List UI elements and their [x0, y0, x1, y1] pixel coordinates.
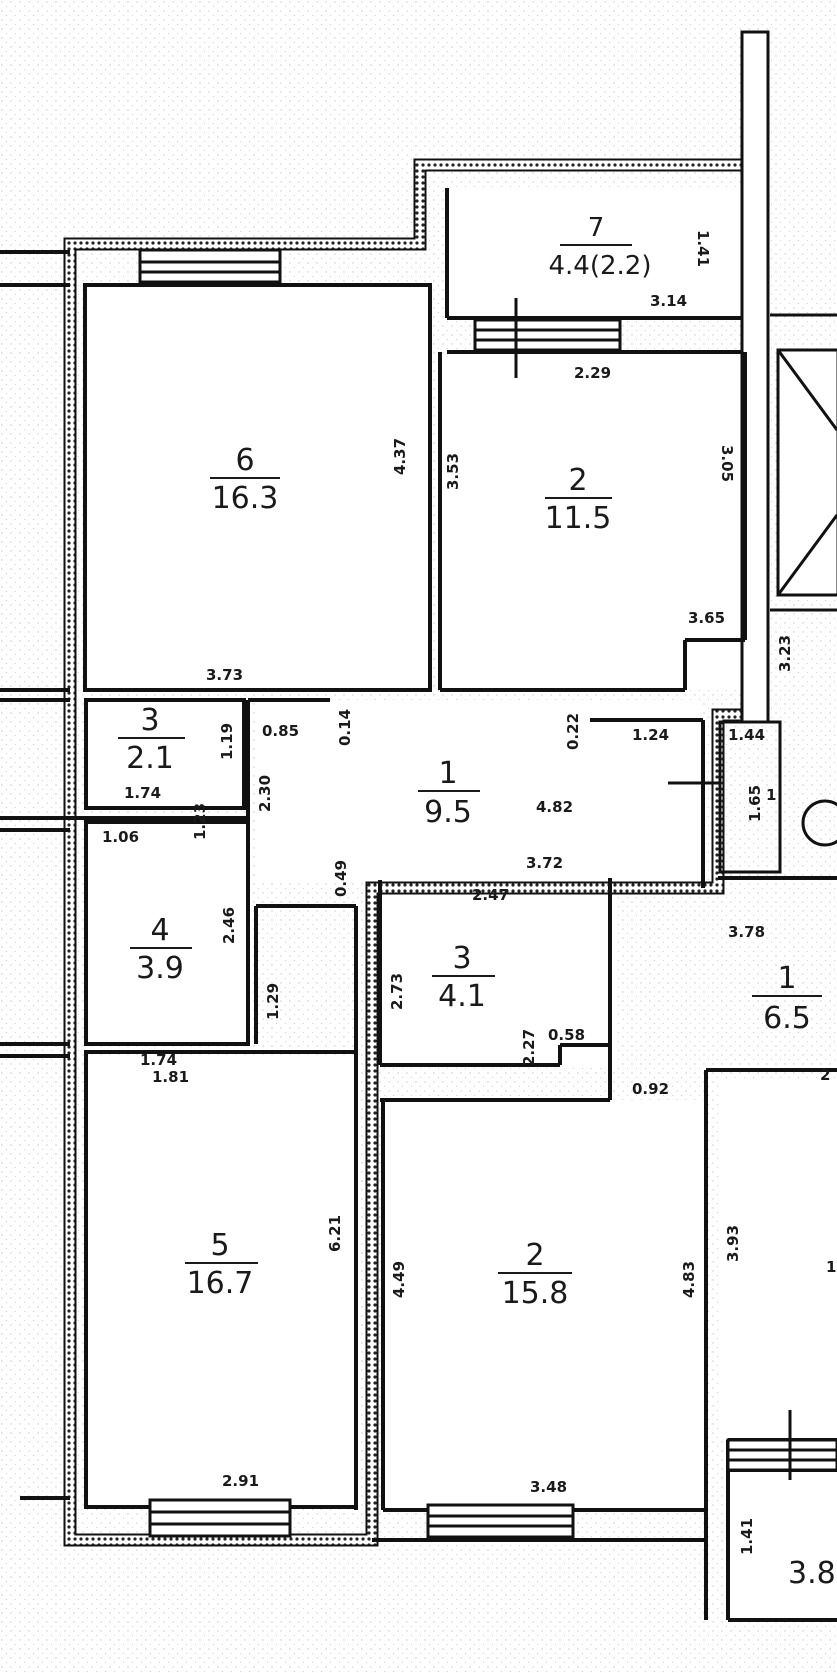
dim-2.91: 2.91 — [222, 1472, 259, 1490]
room-3-wc-number: 3 — [140, 703, 159, 738]
dim-1.74-b: 1.74 — [140, 1051, 177, 1069]
room-6-area: 16.3 — [212, 481, 279, 516]
dim-0.22: 0.22 — [564, 713, 582, 750]
room-7-number: 7 — [588, 213, 605, 243]
dim-2.73: 2.73 — [388, 973, 406, 1010]
interior-walls — [0, 188, 837, 1622]
room-1-corridor-number: 1 — [438, 756, 457, 791]
room-5-area: 16.7 — [187, 1266, 254, 1301]
dim-3.05: 3.05 — [718, 445, 736, 482]
room-3-wc-area: 2.1 — [126, 741, 174, 776]
dim-3.14: 3.14 — [650, 292, 687, 310]
dim-2.29: 2.29 — [574, 364, 611, 382]
dim-0.92: 0.92 — [632, 1080, 669, 1098]
dim-2.47: 2.47 — [472, 886, 509, 904]
room-3-bath-number: 3 — [452, 941, 471, 976]
dim-1.65: 1.65 — [746, 785, 764, 822]
room-2-upper-number: 2 — [568, 463, 587, 498]
dim-3.73: 3.73 — [206, 666, 243, 684]
fixtures — [668, 720, 837, 874]
dim-1.41: 1.41 — [694, 230, 712, 267]
dimension-labels: 1.41 3.14 2.29 4.37 3.53 3.05 3.65 3.73 … — [102, 230, 836, 1555]
dim-1.81: 1.81 — [152, 1068, 189, 1086]
dim-3.48: 3.48 — [530, 1478, 567, 1496]
dim-4.82: 4.82 — [536, 798, 573, 816]
dim-0.58: 0.58 — [548, 1026, 585, 1044]
room-3-bath-area: 4.1 — [438, 979, 486, 1014]
room-7-area: 4.4(2.2) — [549, 251, 652, 281]
room-2-lower-number: 2 — [525, 1238, 544, 1273]
dim-6.21: 6.21 — [326, 1215, 344, 1252]
window-room-2-lower — [426, 1503, 575, 1539]
dim-1.19: 1.19 — [218, 723, 236, 760]
room-2-upper-area: 11.5 — [545, 501, 612, 536]
window-room-6 — [138, 248, 282, 284]
dim-1.74-a: 1.74 — [124, 784, 161, 802]
room-4-area: 3.9 — [136, 951, 184, 986]
window-right-unit — [726, 1438, 837, 1472]
room-6-number: 6 — [235, 443, 254, 478]
fixture-circle — [801, 799, 837, 847]
dim-1-partial: 1 — [826, 1258, 836, 1276]
dim-3.53: 3.53 — [444, 453, 462, 490]
dim-4.49: 4.49 — [390, 1261, 408, 1298]
dim-1-fixture: 1 — [766, 786, 776, 804]
room-floors — [85, 188, 837, 1620]
dim-2.27: 2.27 — [520, 1029, 538, 1066]
room-1-right-number: 1 — [777, 961, 796, 996]
dim-3.65: 3.65 — [688, 609, 725, 627]
dim-1.24: 1.24 — [632, 726, 669, 744]
dim-1.29: 1.29 — [264, 983, 282, 1020]
dim-2.30: 2.30 — [256, 775, 274, 812]
window-balcony — [473, 318, 622, 352]
dim-1.41-b: 1.41 — [738, 1518, 756, 1555]
dim-3.23: 3.23 — [776, 635, 794, 672]
dim-4.83: 4.83 — [680, 1261, 698, 1298]
window-room-5 — [148, 1498, 292, 1538]
room-2-lower-area: 15.8 — [502, 1276, 569, 1311]
dim-3.78: 3.78 — [728, 923, 765, 941]
dim-2-partial: 2 — [820, 1066, 830, 1084]
room-right-unit-area: 3.8 — [788, 1556, 836, 1591]
room-4-number: 4 — [150, 913, 169, 948]
dim-4.37: 4.37 — [391, 438, 409, 475]
dim-3.93: 3.93 — [724, 1225, 742, 1262]
room-labels: 7 4.4(2.2) 6 16.3 2 11.5 3 2.1 1 9.5 4 3… — [118, 213, 836, 1591]
dim-2.46: 2.46 — [220, 907, 238, 944]
room-5-number: 5 — [210, 1228, 229, 1263]
dim-0.14: 0.14 — [336, 709, 354, 746]
room-1-right-area: 6.5 — [763, 1001, 811, 1036]
dim-0.49: 0.49 — [332, 860, 350, 897]
dim-1.44: 1.44 — [728, 726, 765, 744]
dim-1.23: 1.23 — [191, 803, 209, 840]
dim-0.85: 0.85 — [262, 722, 299, 740]
windows — [138, 248, 837, 1539]
dim-3.72: 3.72 — [526, 854, 563, 872]
room-1-corridor-area: 9.5 — [424, 795, 472, 830]
dim-1.06: 1.06 — [102, 828, 139, 846]
